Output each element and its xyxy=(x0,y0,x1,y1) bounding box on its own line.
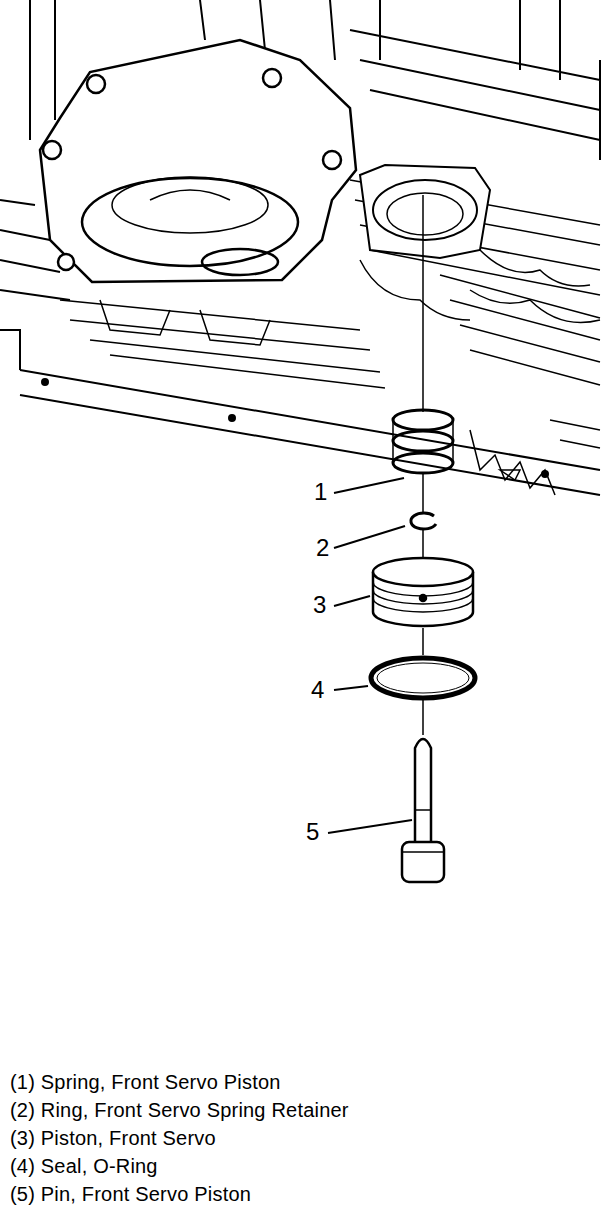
servo-pin-part xyxy=(402,851,444,853)
parts-list-entry: (1) Spring, Front Servo Piston xyxy=(10,1070,281,1094)
callout-number: 4 xyxy=(311,676,324,705)
callout-number: 2 xyxy=(316,534,329,563)
servo-pin-part xyxy=(402,842,444,882)
servo-cover-part xyxy=(263,69,281,87)
parts-list-entry: (2) Ring, Front Servo Spring Retainer xyxy=(10,1098,349,1122)
servo-bore-part xyxy=(373,180,477,240)
retainer-ring-part xyxy=(422,528,424,560)
servo-cover-part xyxy=(43,141,61,159)
o-ring-seal-part xyxy=(422,700,424,735)
leader-lines-part xyxy=(334,526,405,548)
transmission-case-part xyxy=(550,420,600,448)
callout-number: 3 xyxy=(313,591,326,620)
servo-cover-part xyxy=(87,75,105,93)
spring xyxy=(393,410,453,512)
servo-cover-part xyxy=(150,190,230,200)
servo-cover-part xyxy=(323,151,341,169)
spring-part xyxy=(393,420,453,463)
servo-bore-part xyxy=(422,195,424,412)
transmission-case-part xyxy=(20,370,600,495)
callout-number: 1 xyxy=(314,478,327,507)
retainer-ring-part xyxy=(411,513,436,529)
servo-piston xyxy=(373,558,473,655)
servo-cover-part xyxy=(58,254,74,270)
parts-list-entry: (5) Pin, Front Servo Piston xyxy=(10,1182,251,1206)
o-ring-seal-part xyxy=(371,658,475,698)
servo-cover-part xyxy=(202,249,278,275)
retainer-ring xyxy=(411,513,436,560)
servo-bore-part xyxy=(387,193,463,235)
servo-cover-part xyxy=(40,40,356,282)
servo-piston-part xyxy=(420,595,426,601)
transmission-case-part xyxy=(360,250,600,323)
transmission-case-part xyxy=(360,60,600,140)
servo-pin-part xyxy=(415,739,431,842)
transmission-case xyxy=(0,0,600,495)
spring-part xyxy=(393,410,453,430)
spring-part xyxy=(393,453,453,473)
transmission-case-part xyxy=(350,180,600,385)
servo-bore xyxy=(360,165,490,412)
spring-part xyxy=(393,431,453,451)
servo-cover xyxy=(40,40,356,282)
leader-lines-part xyxy=(334,596,370,606)
transmission-case-part xyxy=(42,379,48,385)
servo-piston-part xyxy=(373,558,473,586)
leader-lines-part xyxy=(334,478,404,493)
servo-bore-part xyxy=(360,165,490,258)
transmission-case-part xyxy=(500,470,520,480)
leader-lines-part xyxy=(334,686,368,690)
callout-number: 5 xyxy=(306,818,319,847)
leader-lines xyxy=(328,478,412,833)
servo-pin xyxy=(402,739,444,882)
leader-lines-part xyxy=(328,820,412,833)
servo-piston-part xyxy=(373,582,473,612)
o-ring-seal xyxy=(371,658,475,735)
parts-list-entry: (3) Piston, Front Servo xyxy=(10,1126,216,1150)
servo-cover-part xyxy=(112,177,268,233)
servo-piston-part xyxy=(422,628,424,655)
transmission-case-part xyxy=(100,300,270,345)
spring-part xyxy=(422,473,424,512)
parts-list-entry: (4) Seal, O-Ring xyxy=(10,1154,158,1178)
o-ring-seal-part xyxy=(377,663,469,693)
transmission-case-part xyxy=(229,415,235,421)
servo-pin-part xyxy=(415,809,431,811)
transmission-case-part xyxy=(0,330,20,370)
transmission-case-part xyxy=(60,300,385,388)
transmission-case-part xyxy=(470,430,555,495)
